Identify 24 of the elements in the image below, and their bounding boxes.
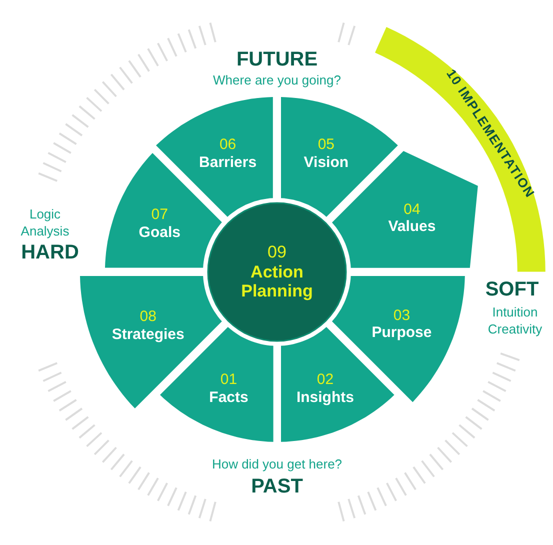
segment-number: 07 — [150, 206, 169, 224]
segment-number: 01 — [219, 371, 238, 388]
section-subtitle: Creativity — [486, 322, 544, 336]
segment-number: 08 — [138, 308, 158, 326]
section-subtitle: Intuition — [490, 304, 540, 320]
section-subtitle: Where are you going? — [211, 72, 343, 88]
segment-label: Strategies — [112, 325, 184, 343]
segment-number: 05 — [316, 136, 336, 154]
segment-label: Goals — [138, 223, 180, 241]
segment — [281, 97, 398, 217]
segment-number: 06 — [218, 136, 238, 154]
segment-label: Action Planning — [240, 262, 314, 302]
segment-number: 04 — [402, 200, 422, 218]
segment-number: 09 — [266, 242, 288, 262]
implementation-band — [374, 27, 545, 272]
segment-label: Facts — [209, 388, 248, 406]
segment-number: 02 — [316, 371, 335, 388]
segment-label: Barriers — [199, 153, 257, 171]
segment-label: Vision — [304, 153, 349, 171]
segment-label: Values — [388, 218, 436, 236]
section-subtitle: Analysis — [18, 224, 72, 238]
segment-label: Insights — [296, 388, 354, 406]
segment-number: 03 — [392, 306, 412, 324]
segment-label: Purpose — [372, 324, 432, 341]
